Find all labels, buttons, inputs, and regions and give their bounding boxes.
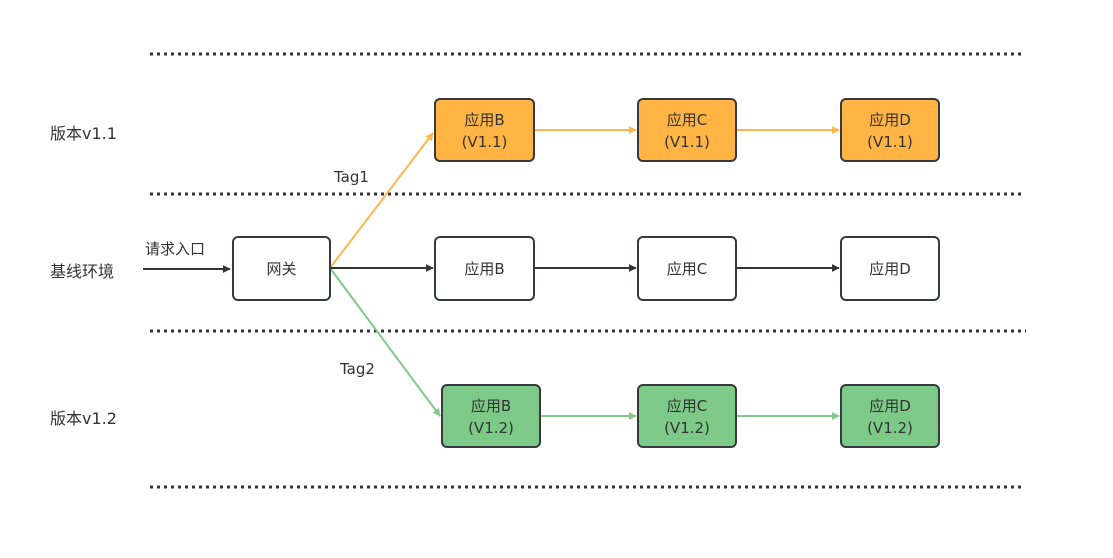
node-v11-app-c-name: 应用C	[667, 111, 707, 129]
node-v12-app-c-version: (V1.2)	[664, 419, 710, 437]
node-baseline-app-c: 应用C	[637, 236, 737, 301]
row-label-baseline: 基线环境	[50, 262, 114, 281]
node-v11-app-b-version: (V1.1)	[462, 133, 508, 151]
node-v12-app-d: 应用D (V1.2)	[840, 384, 940, 448]
node-v11-app-b-name: 应用B	[464, 111, 504, 129]
tag2-arrow	[329, 267, 441, 417]
tag1-arrow	[329, 132, 434, 269]
node-v12-app-b: 应用B (V1.2)	[441, 384, 541, 448]
node-v11-app-d-name: 应用D	[869, 111, 911, 129]
node-v11-app-d: 应用D (V1.1)	[840, 98, 940, 162]
tag1-label: Tag1	[333, 168, 369, 186]
node-v11-app-c: 应用C (V1.1)	[637, 98, 737, 162]
row-label-v11: 版本v1.1	[50, 124, 117, 143]
node-baseline-app-b-name: 应用B	[464, 260, 504, 278]
node-baseline-app-d: 应用D	[840, 236, 940, 301]
node-baseline-app-b: 应用B	[434, 236, 535, 301]
node-v12-app-d-version: (V1.2)	[867, 419, 913, 437]
node-v11-app-b: 应用B (V1.1)	[434, 98, 535, 162]
node-baseline-app-c-name: 应用C	[667, 260, 707, 278]
node-v11-app-c-version: (V1.1)	[664, 133, 710, 151]
node-v12-app-c-name: 应用C	[667, 397, 707, 415]
node-gateway: 网关	[232, 236, 331, 301]
node-v12-app-d-name: 应用D	[869, 397, 911, 415]
node-v11-app-d-version: (V1.1)	[867, 133, 913, 151]
node-v12-app-b-version: (V1.2)	[468, 419, 514, 437]
node-gateway-label: 网关	[266, 260, 296, 278]
row-label-v12: 版本v1.2	[50, 409, 117, 428]
node-v12-app-c: 应用C (V1.2)	[637, 384, 737, 448]
tag2-label: Tag2	[339, 360, 375, 378]
node-v12-app-b-name: 应用B	[471, 397, 511, 415]
entry-label: 请求入口	[145, 240, 205, 258]
node-baseline-app-d-name: 应用D	[869, 260, 911, 278]
